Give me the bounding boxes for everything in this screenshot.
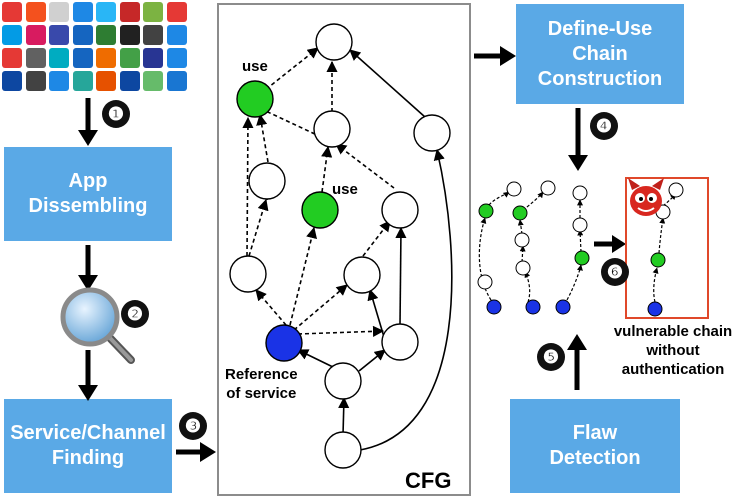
step-badge-1: ❶ — [102, 100, 130, 128]
vulnerable-chain-label: vulnerable chain without authentication — [608, 322, 738, 379]
flaw-detection-box: Flaw Detection — [510, 399, 680, 493]
cfg-node — [229, 255, 267, 293]
cfg-node — [413, 114, 451, 152]
app-icon — [25, 2, 46, 22]
box-line: App — [68, 170, 108, 192]
cfg-node — [324, 431, 362, 469]
vulnerable-chain-highlight — [625, 177, 709, 319]
label-line: vulnerable chain — [613, 323, 733, 340]
cfg-node — [381, 191, 419, 229]
flow-arrowheads — [78, 46, 626, 462]
app-icon — [72, 2, 93, 22]
box-line: Flaw — [572, 422, 618, 444]
cfg-node — [381, 323, 419, 361]
app-icons-grid — [2, 2, 192, 94]
app-icon — [25, 25, 46, 45]
use-label-top: use — [242, 58, 268, 75]
app-icon — [166, 25, 187, 45]
define-use-chain-box: Define-Use Chain Construction — [516, 4, 684, 104]
app-icon — [25, 48, 46, 68]
devil-icon — [628, 178, 664, 216]
app-icon — [143, 71, 163, 91]
cfg-node — [313, 110, 351, 148]
app-icon — [119, 48, 140, 68]
label-line: of service — [226, 385, 297, 402]
cfg-node — [315, 23, 353, 61]
use-label-mid: use — [332, 181, 358, 198]
cfg-node — [248, 162, 286, 200]
step-badge-4: ❹ — [590, 112, 618, 140]
app-icon — [2, 48, 22, 68]
app-icon — [143, 2, 163, 22]
label-line: Reference — [225, 366, 298, 383]
cfg-edges — [242, 47, 453, 451]
app-dissembling-box: App Dissembling — [4, 147, 172, 241]
app-icon — [25, 71, 46, 91]
step-badge-3: ❸ — [179, 412, 207, 440]
cfg-node — [343, 256, 381, 294]
cfg-node-reference — [265, 324, 303, 362]
app-icon — [119, 25, 140, 45]
box-line: Detection — [549, 447, 641, 469]
app-icon — [96, 48, 116, 68]
app-icon — [49, 48, 69, 68]
app-icon — [119, 2, 140, 22]
cfg-node-use — [301, 191, 339, 229]
app-icon — [143, 25, 163, 45]
box-line: Construction — [537, 67, 663, 90]
cfg-node — [324, 362, 362, 400]
magnifier-icon — [60, 287, 135, 364]
cfg-node-use — [236, 80, 274, 118]
label-line: authentication — [621, 361, 725, 378]
app-icon — [96, 71, 116, 91]
cfg-label: CFG — [405, 468, 452, 493]
app-icon — [119, 71, 140, 91]
app-icon — [72, 71, 93, 91]
label-line: without — [646, 342, 700, 359]
flow-arrows — [85, 53, 612, 455]
box-line: Service/Channel — [10, 422, 166, 444]
app-icon — [49, 71, 69, 91]
box-line: Define-Use — [547, 17, 653, 40]
step-badge-5: ❺ — [537, 343, 565, 371]
app-icon — [49, 25, 69, 45]
app-icon — [143, 48, 163, 68]
app-icon — [2, 2, 22, 22]
app-icon — [96, 2, 116, 22]
service-channel-finding-box: Service/Channel Finding — [4, 399, 172, 493]
chain-nodes — [477, 180, 684, 317]
cfg-frame — [217, 3, 471, 496]
app-icon — [166, 71, 187, 91]
app-icon — [72, 48, 93, 68]
box-line: Dissembling — [28, 195, 148, 217]
app-icon — [72, 25, 93, 45]
step-badge-6: ❻ — [601, 258, 629, 286]
step-badge-2: ❷ — [121, 300, 149, 328]
cfg-nodes — [229, 23, 451, 469]
box-line: Chain — [572, 42, 628, 65]
app-icon — [2, 25, 22, 45]
app-icon — [166, 48, 187, 68]
app-icon — [49, 2, 69, 22]
box-line: Finding — [51, 447, 125, 469]
app-icon — [166, 2, 187, 22]
app-icon — [2, 71, 22, 91]
reference-of-service-label: Reference of service — [225, 365, 298, 403]
app-icon — [96, 25, 116, 45]
